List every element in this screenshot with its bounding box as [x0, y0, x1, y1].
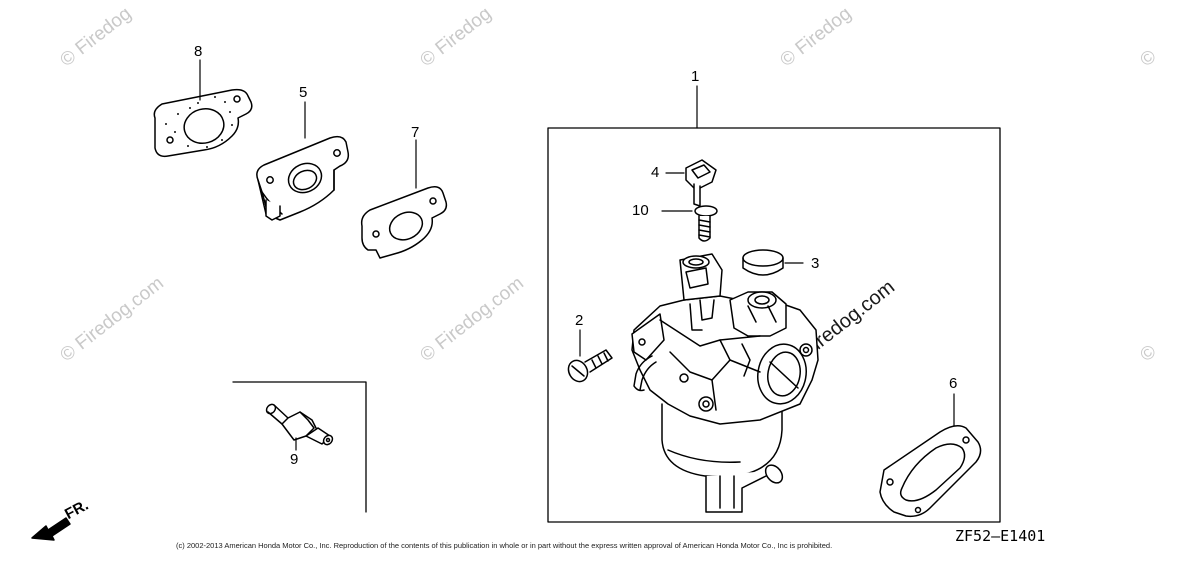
callout-10: 10 — [632, 202, 649, 219]
callout-6: 6 — [949, 375, 958, 392]
callout-2: 2 — [575, 312, 584, 329]
diagram-code: ZF52–E1401 — [955, 527, 1046, 545]
part-5-insulator — [256, 135, 350, 221]
callout-8: 8 — [194, 43, 203, 60]
part-1-carburetor — [631, 253, 819, 513]
part-7-gasket — [360, 186, 448, 259]
part-3-cap — [742, 249, 784, 276]
callout-3: 3 — [811, 255, 820, 272]
callout-4: 4 — [651, 164, 660, 181]
callout-7: 7 — [411, 124, 420, 141]
callout-9: 9 — [290, 451, 299, 468]
part-4-knob — [685, 159, 717, 207]
part-8-gasket — [153, 88, 253, 158]
front-direction-arrow-icon — [31, 517, 71, 541]
assembly-frame — [547, 127, 1001, 523]
part-9-fitting — [265, 403, 334, 446]
part-6-gasket — [879, 425, 982, 518]
part-2-screw — [567, 349, 613, 383]
part-10-screw — [694, 205, 718, 242]
copyright-notice: (c) 2002-2013 American Honda Motor Co., … — [176, 541, 833, 550]
callout-1: 1 — [691, 68, 700, 85]
callout-5: 5 — [299, 84, 308, 101]
part-9-frame — [232, 381, 367, 513]
